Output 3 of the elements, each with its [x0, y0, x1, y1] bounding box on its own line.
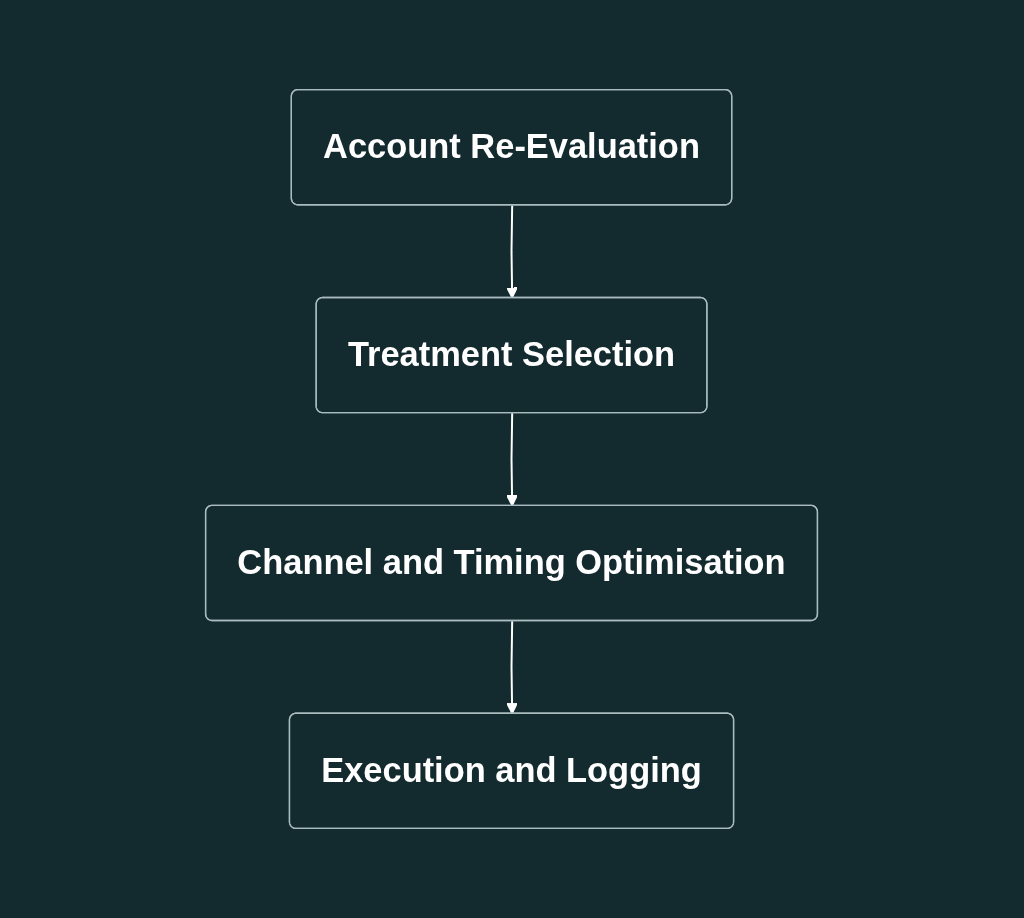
arrow: [506, 620, 519, 715]
arrow: [506, 412, 519, 507]
arrow: [506, 204, 519, 299]
